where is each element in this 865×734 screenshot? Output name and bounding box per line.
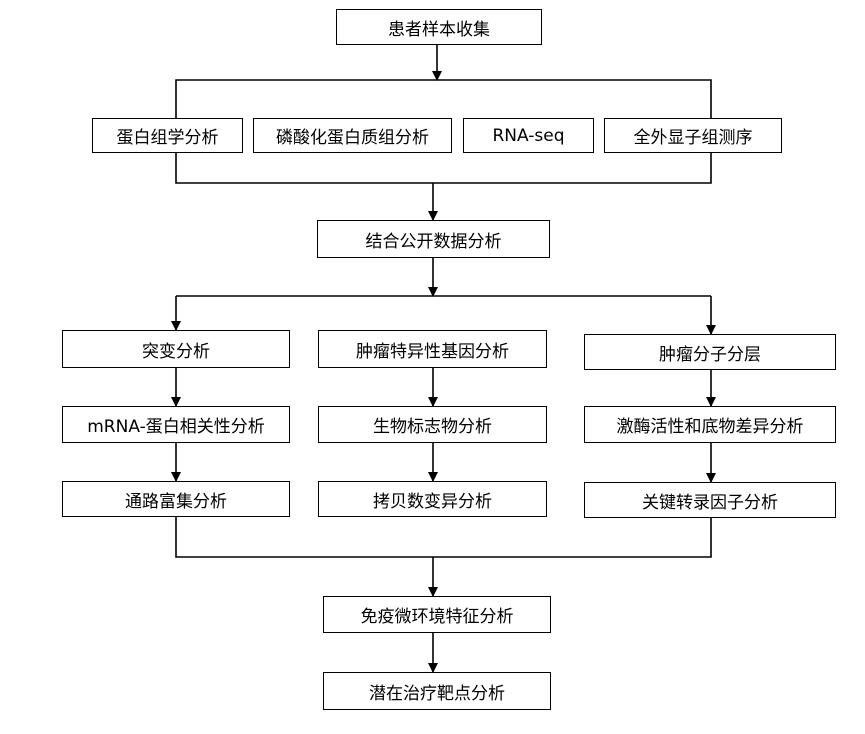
node-transcription-factor: 关键转录因子分析 — [584, 482, 836, 518]
node-rna-seq: RNA-seq — [463, 118, 594, 153]
bracket-merge — [175, 517, 712, 558]
bracket-omics-bottom — [175, 152, 712, 184]
node-kinase-activity: 激酶活性和底物差异分析 — [584, 406, 836, 443]
node-tumor-specific-gene: 肿瘤特异性基因分析 — [318, 330, 547, 368]
bracket-omics-top — [175, 79, 712, 118]
node-phosphoproteomics: 磷酸化蛋白质组分析 — [253, 118, 452, 153]
node-mrna-protein-correlation: mRNA-蛋白相关性分析 — [62, 406, 290, 443]
node-whole-exome-sequencing: 全外显子组测序 — [604, 118, 782, 153]
node-immune-microenvironment: 免疫微环境特征分析 — [323, 596, 551, 633]
node-proteomics: 蛋白组学分析 — [92, 118, 243, 153]
node-sample-collection: 患者样本收集 — [336, 9, 542, 45]
node-pathway-enrichment: 通路富集分析 — [62, 481, 290, 517]
node-copy-number-variation: 拷贝数变异分析 — [318, 481, 547, 517]
node-molecular-subtyping: 肿瘤分子分层 — [584, 334, 836, 370]
node-public-data: 结合公开数据分析 — [317, 220, 550, 258]
node-biomarker: 生物标志物分析 — [318, 406, 547, 443]
node-therapeutic-target: 潜在治疗靶点分析 — [323, 672, 551, 710]
node-mutation: 突变分析 — [62, 330, 290, 368]
